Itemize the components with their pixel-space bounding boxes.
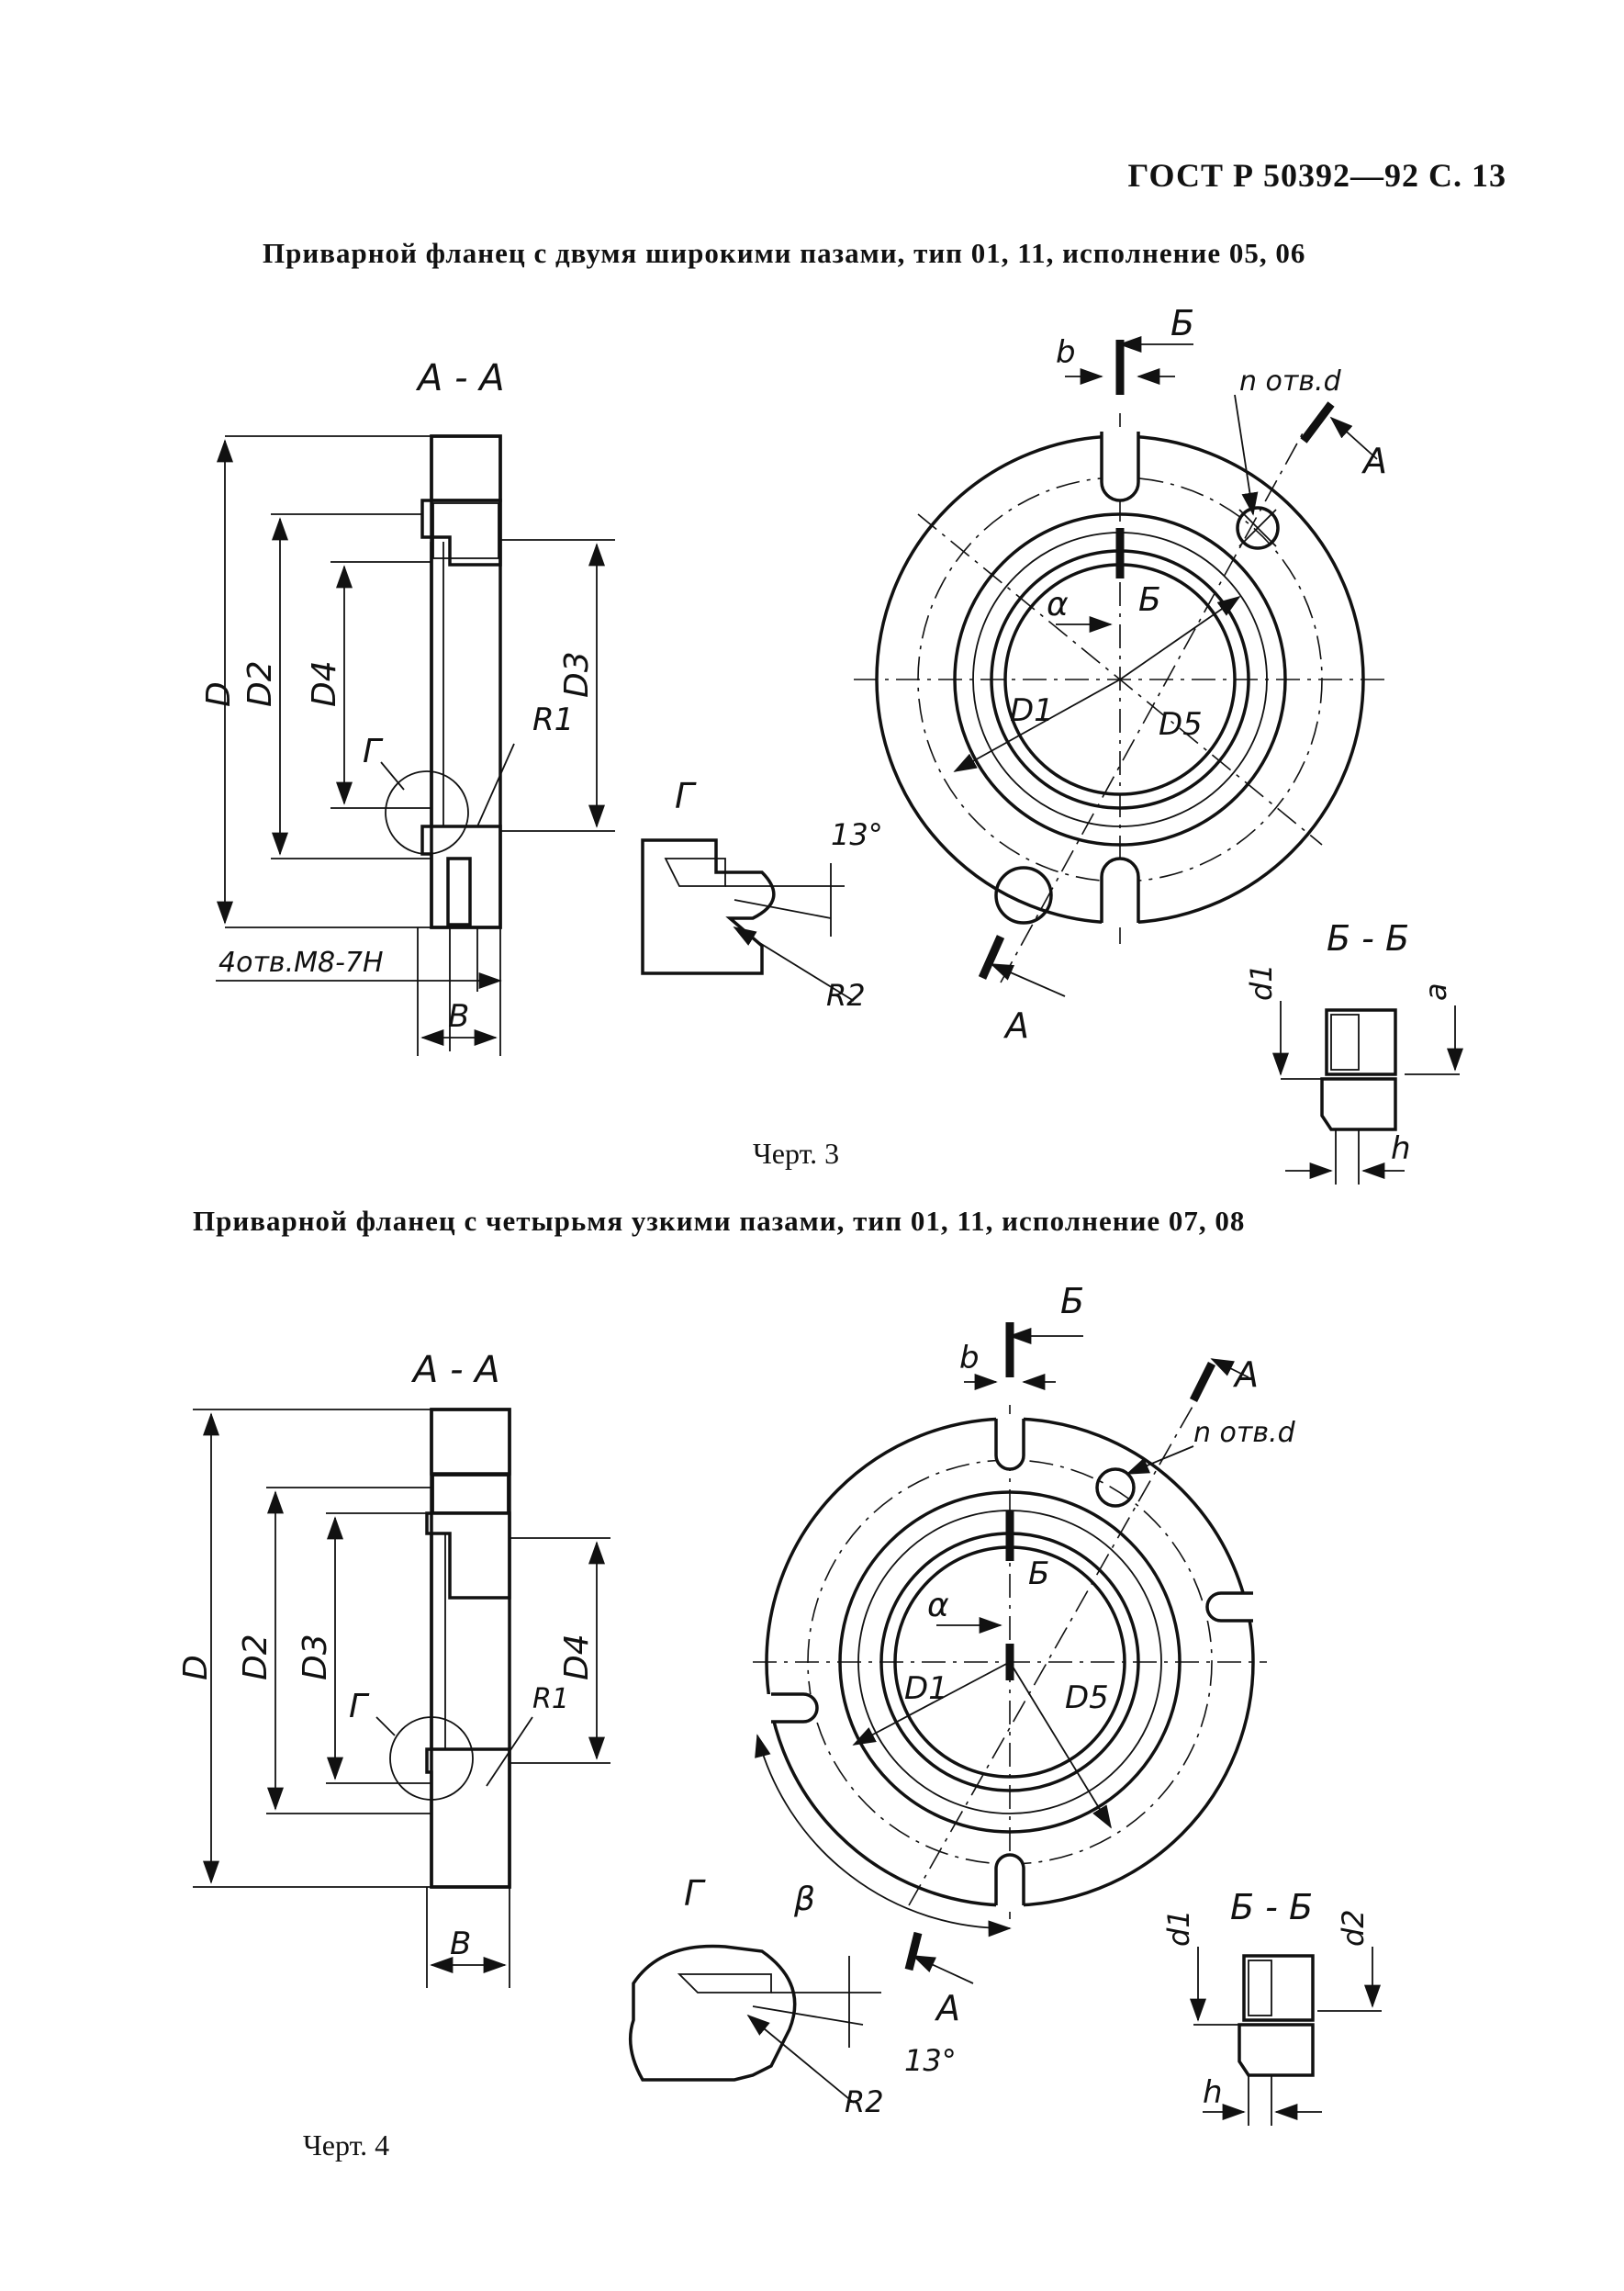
fig4-section-bb-label: Б - Б (1230, 1887, 1313, 1927)
fig3-R1: R1 (532, 702, 574, 738)
fig4-cut-A-top: А (1232, 1354, 1259, 1395)
fig3-cut-B-mid: Б (1138, 581, 1161, 619)
fig4-R1: R1 (532, 1683, 569, 1715)
fig4-plan-view: Б Б А А b n отв.d α D1 D5 β (753, 1281, 1296, 2028)
fig4-dim-D2: D2 (237, 1634, 274, 1680)
fig3-angle-13: 13° (831, 817, 883, 852)
fig3-g-ref: Г (363, 733, 384, 770)
figure4-caption: Черт. 4 (303, 2128, 390, 2162)
fig3-dim-b: b (1056, 334, 1076, 371)
fig3-D1: D1 (1010, 692, 1054, 729)
fig4-section-bb: Б - Б d1 d2 h (1161, 1887, 1382, 2126)
fig4-dim-D: D (177, 1655, 215, 1680)
fig3-cut-A-top: А (1361, 441, 1387, 481)
fig4-dim-D4: D4 (558, 1634, 596, 1680)
fig4-D5: D5 (1065, 1679, 1109, 1716)
figure3-drawing: А - А D D2 D4 D3 (200, 303, 1463, 1185)
fig3-plan-view: Б Б А А b n отв.d α D1 D5 (854, 303, 1387, 1046)
fig4-section-aa-label: А - А (410, 1349, 500, 1391)
fig3-a: а (1418, 983, 1453, 1001)
fig4-n-holes: n отв.d (1193, 1417, 1296, 1449)
fig4-cut-B-mid: Б (1028, 1555, 1049, 1592)
fig3-holes-label: 4отв.М8-7Н (218, 947, 384, 979)
fig4-section-aa: А - А D D2 D3 D4 Г (177, 1349, 610, 1988)
fig3-n-holes: n отв.d (1239, 365, 1342, 398)
fig4-dim-b: b (959, 1340, 980, 1376)
fig4-h: h (1203, 2074, 1223, 2111)
fig4-d2: d2 (1336, 1909, 1371, 1947)
fig4-dim-D3: D3 (297, 1634, 334, 1680)
fig4-d1: d1 (1161, 1909, 1196, 1947)
fig3-section-aa: А - А D D2 D4 D3 (200, 357, 615, 1056)
fig3-section-bb: Б - Б d1 а h (1244, 918, 1463, 1185)
fig4-detail-g-label: Г (684, 1873, 706, 1914)
fig4-D1: D1 (904, 1670, 948, 1707)
fig3-dim-D3: D3 (558, 651, 596, 698)
fig4-cut-B-top: Б (1060, 1281, 1084, 1321)
fig3-detail-g: Г 13° R2 (641, 776, 883, 1013)
fig4-alpha: α (927, 1587, 949, 1624)
fig3-R2: R2 (826, 978, 866, 1013)
fig3-cut-A-bottom: А (1002, 1005, 1029, 1046)
fig3-h: h (1391, 1130, 1411, 1167)
fig3-section-bb-label: Б - Б (1327, 918, 1409, 959)
fig4-beta: β (793, 1881, 815, 1918)
fig4-g-ref: Г (349, 1688, 370, 1725)
figure3-title: Приварной фланец с двумя широкими пазами… (263, 237, 1306, 269)
fig3-cut-B-top: Б (1170, 303, 1194, 343)
fig4-cut-A-bottom: А (934, 1988, 960, 2028)
fig3-dim-B: В (448, 998, 469, 1035)
figure4-title: Приварной фланец с четырьмя узкими пазам… (193, 1205, 1246, 1237)
figure3-caption: Черт. 3 (753, 1137, 840, 1170)
fig4-detail-g: Г 13° R2 (628, 1873, 957, 2119)
fig3-alpha: α (1047, 586, 1069, 623)
fig3-D5: D5 (1159, 706, 1203, 743)
fig3-dim-D4: D4 (306, 660, 343, 707)
fig4-angle-13: 13° (904, 2043, 957, 2078)
fig3-section-aa-label: А - А (415, 357, 505, 399)
fig3-d1: d1 (1244, 963, 1279, 1001)
fig4-dim-B: В (450, 1926, 471, 1962)
fig3-dim-D2: D2 (241, 660, 279, 707)
fig3-detail-g-label: Г (675, 776, 697, 816)
page-header: ГОСТ Р 50392—92 С. 13 (1127, 157, 1506, 194)
fig4-R2: R2 (845, 2084, 884, 2119)
fig3-dim-D: D (200, 681, 238, 707)
